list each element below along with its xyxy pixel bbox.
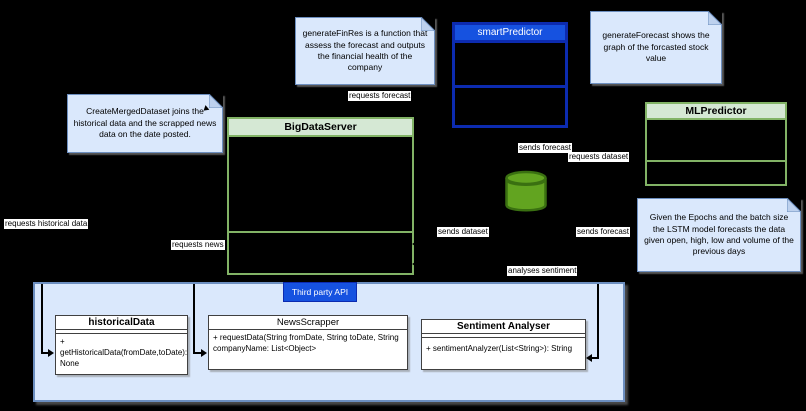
- edge-label-analyses-sentiment: analyses sentiment: [507, 266, 578, 276]
- arrowhead-icon: [637, 169, 643, 177]
- arrowhead-icon: [220, 162, 225, 168]
- class-methods-compartment: [455, 88, 565, 125]
- connector-historical-data: [41, 352, 49, 354]
- arrowhead-icon: [201, 349, 207, 357]
- class-historical-data: historicalData + getHistoricalData(fromD…: [55, 315, 188, 375]
- note-generate-fin-res: generateFinRes is a function that assess…: [295, 17, 435, 85]
- class-title: BigDataServer: [229, 119, 412, 137]
- class-smart-predictor: smartPredictor: [452, 22, 568, 128]
- note-text: generateForecast shows the graph of the …: [602, 30, 710, 64]
- class-methods-compartment: [229, 233, 412, 273]
- connector-news-scrapper: [193, 352, 202, 354]
- class-title: smartPredictor: [455, 25, 565, 43]
- class-sentiment-analyser: Sentiment Analyser + sentimentAnalyzer(L…: [421, 319, 586, 370]
- note-create-merged-dataset: CreateMergedDataset joins the historical…: [67, 94, 223, 153]
- edge-label-sends-forecast: sends forecast: [576, 227, 631, 237]
- tab-label: Third party API: [291, 287, 349, 297]
- note-text: CreateMergedDataset joins the historical…: [73, 106, 217, 140]
- class-title: MLPredictor: [647, 104, 785, 120]
- note-fold-icon: [708, 11, 722, 25]
- class-methods: + getHistoricalData(fromDate,toDate): No…: [60, 337, 188, 368]
- connector-sentiment-analyser: [597, 284, 599, 359]
- class-big-data-server: BigDataServer: [227, 117, 414, 275]
- class-news-scrapper: NewsScrapper + requestData(String fromDa…: [208, 315, 408, 370]
- arrowhead-icon: [412, 241, 417, 247]
- arrowhead-icon: [412, 261, 417, 267]
- connector-historical-data: [41, 284, 43, 353]
- note-text: Given the Epochs and the batch size the …: [644, 212, 794, 257]
- class-attributes-compartment: [647, 120, 785, 162]
- arrowhead-icon: [220, 200, 225, 206]
- edge-label-sends-dataset: sends dataset: [437, 227, 489, 237]
- arrowhead-icon: [586, 354, 592, 362]
- arrowhead-icon: [445, 91, 451, 99]
- class-methods: + requestData(String fromDate, String to…: [213, 333, 399, 353]
- note-generate-forecast: generateForecast shows the graph of the …: [590, 11, 722, 84]
- third-party-api-tab: Third party API: [283, 282, 357, 302]
- note-lstm-epochs: Given the Epochs and the batch size the …: [637, 198, 801, 272]
- connector-news-scrapper: [193, 284, 195, 353]
- edge-label-requests-forecast: requests forecast: [348, 91, 412, 101]
- arrowhead-icon: [48, 349, 54, 357]
- class-title: NewsScrapper: [209, 316, 407, 330]
- edge-label-requests-news: requests news: [171, 240, 225, 250]
- edge-label-sends-forecast: sends forecast: [518, 143, 573, 153]
- connector-sentiment-analyser: [590, 357, 599, 359]
- edge-label-requests-historical-data: requests historical data: [4, 219, 89, 229]
- class-methods-compartment: [647, 162, 785, 184]
- note-text: generateFinRes is a function that assess…: [302, 28, 428, 73]
- note-fold-icon: [787, 198, 801, 212]
- class-attributes-compartment: [455, 43, 565, 88]
- class-attributes-compartment: [229, 137, 412, 233]
- class-attributes-compartment: [422, 334, 585, 338]
- database-cylinder-icon: [504, 169, 548, 219]
- note-fold-icon: [209, 94, 223, 108]
- class-title: historicalData: [56, 316, 187, 330]
- edge-label-requests-dataset: requests dataset: [568, 152, 630, 162]
- note-fold-icon: [421, 17, 435, 31]
- class-ml-predictor: MLPredictor: [645, 102, 787, 186]
- class-attributes-compartment: [56, 330, 187, 334]
- class-title: Sentiment Analyser: [422, 320, 585, 334]
- class-methods: + sentimentAnalyzer(List<String>): Strin…: [426, 344, 573, 353]
